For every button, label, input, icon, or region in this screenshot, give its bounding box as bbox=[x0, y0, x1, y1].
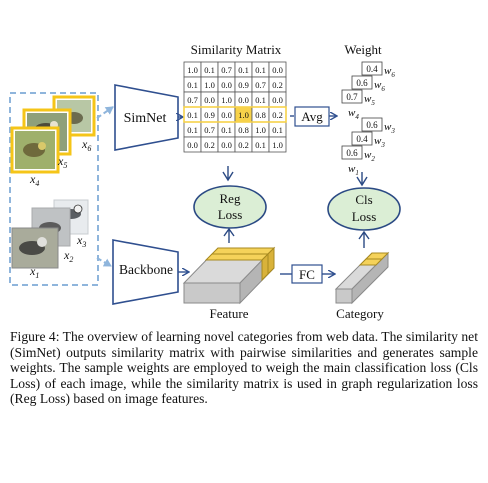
caption-text: Figure 4: The overview of learning novel… bbox=[10, 329, 478, 407]
label-x1: x1 bbox=[29, 264, 39, 280]
weight-symbol: w1 bbox=[348, 163, 359, 177]
weight-symbol: w6 bbox=[384, 65, 395, 79]
label-x3: x3 bbox=[76, 233, 86, 249]
matrix-cell-value: 0.1 bbox=[255, 140, 266, 150]
matrix-cell-value: 0.1 bbox=[204, 65, 215, 75]
matrix-cell-value: 0.0 bbox=[238, 95, 249, 105]
avg-label: Avg bbox=[301, 109, 323, 124]
matrix-cell-value: 0.8 bbox=[255, 110, 266, 120]
weight-value: 0.6 bbox=[346, 148, 358, 158]
overview-figure: x6 x5 x4 x3 x2 x1 SimNet Backbone Simila… bbox=[9, 42, 401, 321]
weight-symbol: w6 bbox=[374, 79, 385, 93]
backbone-block bbox=[112, 239, 179, 305]
reg-loss-node bbox=[193, 185, 267, 229]
weight-symbol: w3 bbox=[374, 135, 385, 149]
weight-box bbox=[351, 131, 373, 146]
matrix-cell-value: 0.0 bbox=[272, 95, 283, 105]
hollow-arrow-feature-to-reg bbox=[223, 227, 235, 243]
weight-value: 0.6 bbox=[356, 78, 368, 88]
matrix-cell bbox=[268, 136, 287, 153]
weight-value: 0.6 bbox=[366, 120, 378, 130]
weight-box bbox=[341, 145, 363, 160]
other-images bbox=[11, 199, 89, 269]
weight-value: 0.7 bbox=[346, 92, 358, 102]
feature-label: Feature bbox=[210, 306, 249, 321]
matrix-cell-value: 0.9 bbox=[204, 110, 215, 120]
weight-symbol: w4 bbox=[348, 107, 359, 121]
weight-symbol: w2 bbox=[364, 149, 375, 163]
hollow-arrow-matrix-to-reg bbox=[222, 166, 234, 182]
matrix-cell-value: 0.0 bbox=[221, 140, 232, 150]
matrix-cell-value: 0.9 bbox=[238, 80, 249, 90]
matrix-cell-value: 1.0 bbox=[221, 95, 232, 105]
feature-block bbox=[182, 246, 276, 305]
matrix-cell-value: 0.1 bbox=[187, 125, 198, 135]
matrix-cell-value: 0.0 bbox=[187, 140, 198, 150]
weight-title: Weight bbox=[344, 42, 382, 57]
hollow-arrow-weights-to-cls bbox=[356, 172, 368, 187]
other-image-labels: x3 x2 x1 bbox=[29, 233, 86, 280]
input-images-box bbox=[9, 92, 99, 286]
matrix-cell-value: 0.1 bbox=[255, 95, 266, 105]
label-x2: x2 bbox=[63, 248, 73, 264]
matrix-cell-value: 0.2 bbox=[204, 140, 215, 150]
matrix-cell-value: 1.0 bbox=[187, 65, 198, 75]
matrix-cell-value: 1.0 bbox=[255, 125, 266, 135]
matrix-cell-value: 0.0 bbox=[221, 80, 232, 90]
matrix-cell-value: 0.1 bbox=[187, 80, 198, 90]
hollow-arrow-category-to-cls bbox=[358, 230, 370, 248]
weight-value: 0.4 bbox=[356, 134, 368, 144]
matrix-cell-value: 0.1 bbox=[238, 65, 249, 75]
weight-box bbox=[361, 117, 383, 132]
reg-loss-line2: Loss bbox=[218, 207, 243, 222]
matrix-cell-value: 0.8 bbox=[238, 125, 249, 135]
cls-loss-line2: Loss bbox=[352, 209, 377, 224]
matrix-cell-value: 0.1 bbox=[187, 110, 198, 120]
weight-symbol: w3 bbox=[384, 121, 395, 135]
matrix-title: Similarity Matrix bbox=[191, 42, 282, 57]
weight-box bbox=[341, 89, 363, 104]
weight-box bbox=[361, 61, 383, 76]
weight-value: 0.4 bbox=[366, 64, 378, 74]
matrix-cell-value: 0.7 bbox=[204, 125, 215, 135]
matrix-cell-value: 0.1 bbox=[272, 125, 283, 135]
arrow-to-simnet bbox=[96, 106, 114, 119]
matrix-cell-value: 0.0 bbox=[272, 65, 283, 75]
matrix-cell-value: 1.0 bbox=[204, 80, 215, 90]
weight-box bbox=[351, 75, 373, 90]
label-x6: x6 bbox=[81, 137, 91, 153]
matrix-cell-value: 0.1 bbox=[221, 125, 232, 135]
figure-caption: Figure 4: The overview of learning novel… bbox=[10, 329, 478, 407]
similarity-matrix: 1.0 0.1 0.7 0.1 0.1 0.0 0.1 1.0 0.0 0.9 0.7 0.2 0.7 0… bbox=[183, 61, 287, 153]
web-image-labels: x6 x5 x4 bbox=[29, 137, 91, 188]
backbone-label: Backbone bbox=[119, 262, 173, 277]
weight-symbol: w5 bbox=[364, 93, 375, 107]
category-label: Category bbox=[336, 306, 384, 321]
matrix-cell-value: 0.1 bbox=[255, 65, 266, 75]
cls-loss-line1: Cls bbox=[355, 192, 372, 207]
matrix-cell-value: 0.0 bbox=[204, 95, 215, 105]
matrix-cell-value: 0.7 bbox=[255, 80, 266, 90]
simnet-block bbox=[114, 84, 179, 151]
category-vector bbox=[334, 251, 390, 305]
matrix-row-highlight bbox=[183, 106, 287, 123]
reg-loss-line1: Reg bbox=[220, 191, 241, 206]
matrix-cell-value: 0.2 bbox=[238, 140, 249, 150]
matrix-cell-value: 0.2 bbox=[272, 80, 283, 90]
sample-weights: 0.4 w6 0.6 w6 0.7 w5 w4 0.6 w3 0.4 w3 0.6 w2 w1 bbox=[341, 61, 395, 177]
matrix-cell-value: 0.0 bbox=[221, 110, 232, 120]
matrix-cell-value: 0.7 bbox=[221, 65, 232, 75]
cls-loss-node bbox=[327, 187, 401, 231]
label-x4: x4 bbox=[29, 172, 39, 188]
matrix-cell-value: 0.7 bbox=[187, 95, 198, 105]
simnet-label: SimNet bbox=[124, 111, 167, 126]
matrix-cell-value: 0.2 bbox=[272, 110, 283, 120]
web-images bbox=[10, 95, 96, 174]
fc-label: FC bbox=[299, 267, 315, 282]
arrow-to-backbone bbox=[96, 257, 112, 267]
label-x5: x5 bbox=[57, 154, 67, 170]
matrix-cell-value: 1.0 bbox=[272, 140, 283, 150]
matrix-cell-value: 1.0 bbox=[238, 110, 249, 120]
